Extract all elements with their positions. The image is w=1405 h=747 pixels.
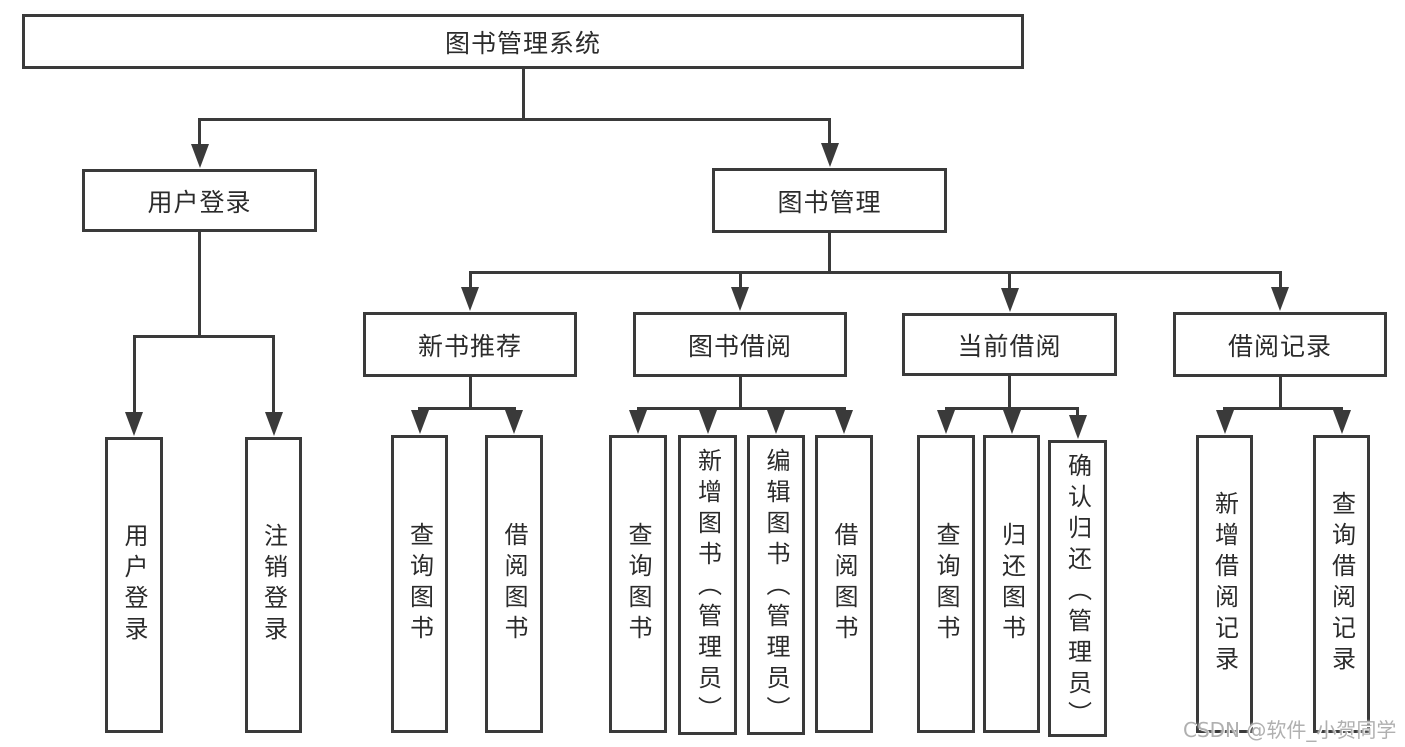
node-login-user: 用户登录 bbox=[105, 437, 163, 733]
arrow-down-icon bbox=[731, 287, 749, 311]
node-label: 当前借阅 bbox=[957, 331, 1062, 361]
node-label: 新书推荐 bbox=[417, 331, 522, 361]
arrow-down-icon bbox=[461, 287, 479, 311]
connector-line bbox=[198, 232, 201, 338]
node-label: 查询图书 bbox=[624, 522, 652, 646]
arrow-down-icon bbox=[264, 412, 283, 436]
connector-line bbox=[1008, 271, 1011, 296]
connector-line bbox=[738, 377, 742, 410]
arrow-down-icon bbox=[1215, 410, 1234, 434]
node-label: 图书管理系统 bbox=[444, 28, 601, 58]
arrow-down-icon bbox=[629, 410, 647, 434]
connector-line bbox=[468, 377, 472, 410]
node-label: 注销登录 bbox=[259, 523, 288, 647]
node-cb-return: 归还图书 bbox=[983, 435, 1040, 733]
node-bb-edit: 编辑图书（管理员） bbox=[747, 435, 805, 735]
node-label: 查询图书 bbox=[932, 522, 960, 646]
node-label: 编辑图书（管理员） bbox=[762, 448, 790, 727]
arrow-down-icon bbox=[835, 410, 853, 434]
arrow-down-icon bbox=[1068, 415, 1087, 439]
node-label: 归还图书 bbox=[997, 522, 1026, 646]
arrow-down-icon bbox=[767, 410, 785, 434]
connector-line bbox=[132, 335, 275, 338]
node-bb-borrow: 借阅图书 bbox=[815, 435, 873, 733]
arrow-down-icon bbox=[1332, 410, 1351, 434]
node-label: 查询图书 bbox=[405, 522, 434, 646]
connector-line bbox=[132, 335, 136, 420]
node-bb-query: 查询图书 bbox=[609, 435, 667, 733]
connector-line bbox=[1008, 376, 1011, 410]
connector-line bbox=[636, 407, 846, 410]
node-nb-query: 查询图书 bbox=[391, 435, 448, 733]
arrow-down-icon bbox=[410, 410, 429, 434]
node-bb-add: 新增图书（管理员） bbox=[678, 435, 737, 735]
connector-line bbox=[738, 271, 742, 295]
connector-line bbox=[468, 271, 1282, 274]
node-label: 图书借阅 bbox=[687, 331, 792, 361]
watermark: CSDN @软件_小贺同学 bbox=[1183, 718, 1397, 742]
connector-line bbox=[198, 118, 201, 152]
connector-line bbox=[1278, 271, 1282, 295]
node-label: 借阅记录 bbox=[1227, 331, 1332, 361]
connector-line bbox=[828, 233, 831, 274]
connector-line bbox=[272, 335, 275, 420]
arrow-down-icon bbox=[190, 144, 209, 168]
node-label: 新增借阅记录 bbox=[1210, 491, 1239, 677]
node-label: 确认归还（管理员） bbox=[1063, 453, 1092, 732]
arrow-down-icon bbox=[1000, 288, 1019, 312]
arrow-down-icon bbox=[1271, 287, 1289, 311]
node-br-add: 新增借阅记录 bbox=[1196, 435, 1253, 733]
connector-line bbox=[198, 118, 831, 121]
arrow-down-icon bbox=[125, 412, 143, 436]
connector-line bbox=[521, 69, 525, 121]
node-new-book-rec: 新书推荐 bbox=[363, 312, 577, 377]
node-root: 图书管理系统 bbox=[22, 14, 1024, 69]
node-cb-query: 查询图书 bbox=[917, 435, 975, 733]
arrow-down-icon bbox=[937, 410, 955, 434]
arrow-down-icon bbox=[1002, 410, 1021, 434]
connector-line bbox=[468, 271, 472, 295]
node-nb-borrow: 借阅图书 bbox=[485, 435, 543, 733]
node-label: 图书管理 bbox=[777, 187, 882, 217]
connector-line bbox=[418, 407, 516, 410]
node-label: 用户登录 bbox=[120, 523, 148, 647]
arrow-down-icon bbox=[698, 410, 717, 434]
connector-line bbox=[828, 118, 831, 151]
node-cb-confirm: 确认归还（管理员） bbox=[1048, 440, 1107, 737]
node-book-borrow: 图书借阅 bbox=[633, 312, 847, 377]
arrow-down-icon bbox=[505, 410, 523, 434]
node-br-query: 查询借阅记录 bbox=[1313, 435, 1370, 733]
arrow-down-icon bbox=[820, 143, 839, 167]
node-label: 借阅图书 bbox=[830, 522, 858, 646]
node-label: 用户登录 bbox=[147, 187, 252, 217]
connector-line bbox=[1223, 407, 1343, 410]
node-label: 借阅图书 bbox=[500, 522, 528, 646]
node-borrow-records: 借阅记录 bbox=[1173, 312, 1387, 377]
node-book-mgmt: 图书管理 bbox=[712, 168, 947, 233]
node-current-borrow: 当前借阅 bbox=[902, 313, 1117, 376]
node-login-logout: 注销登录 bbox=[245, 437, 302, 733]
node-label: 新增图书（管理员） bbox=[693, 448, 722, 727]
node-user-login: 用户登录 bbox=[82, 169, 317, 232]
connector-line bbox=[1278, 377, 1282, 410]
node-label: 查询借阅记录 bbox=[1327, 491, 1356, 677]
